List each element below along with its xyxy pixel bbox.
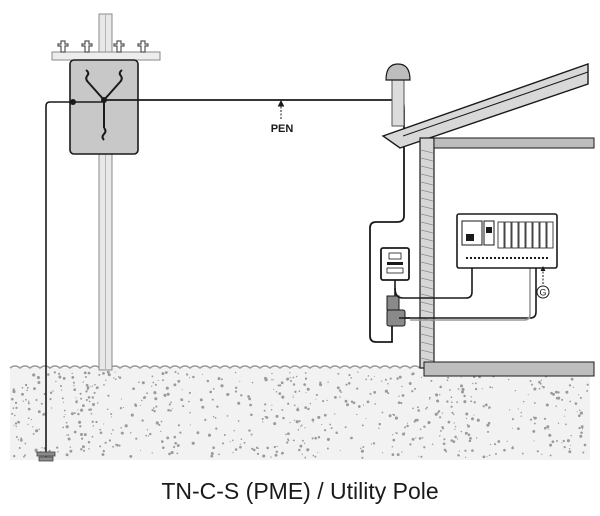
breaker-row — [497, 221, 554, 249]
circuit-breaker — [546, 221, 554, 249]
pen-label: PEN — [271, 123, 294, 135]
consumer-unit — [456, 213, 558, 269]
house — [381, 63, 595, 377]
circuit-breaker — [532, 221, 540, 249]
circuit-breaker — [539, 221, 547, 249]
star-winding-symbol — [85, 69, 123, 141]
pole-earth-electrode — [36, 101, 73, 462]
earth-marker-label: G — [539, 288, 546, 298]
gray-earth-lead — [410, 268, 531, 321]
internal-wiring — [394, 251, 537, 319]
earth-bar-marker: G — [536, 266, 550, 299]
pen-label-pointer — [277, 99, 285, 119]
pole-transformer — [69, 59, 139, 155]
circuit-breaker — [504, 221, 512, 249]
circuit-breaker — [511, 221, 519, 249]
service-weatherhead — [385, 63, 411, 127]
circuit-breaker — [518, 221, 526, 249]
circuit-breaker — [525, 221, 533, 249]
ground — [9, 365, 590, 460]
pen-service-conductor — [104, 78, 405, 343]
pole-insulators — [57, 40, 149, 53]
ground-speckle-texture — [11, 370, 589, 459]
electricity-meter — [380, 247, 410, 281]
service-terminal-block — [386, 295, 410, 327]
diagram-caption: TN-C-S (PME) / Utility Pole — [161, 478, 439, 504]
circuit-breaker — [497, 221, 505, 249]
